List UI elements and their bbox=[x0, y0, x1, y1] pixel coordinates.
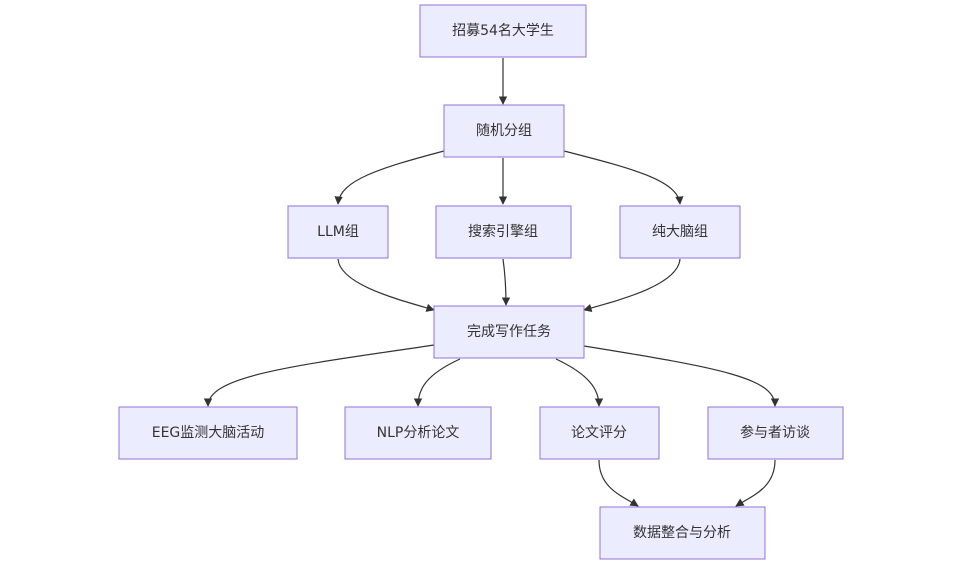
edge-randomize-brain bbox=[563, 150, 684, 205]
edge-interview-integrate bbox=[735, 459, 776, 507]
node-search-group: 搜索引擎组 bbox=[435, 205, 572, 259]
edge-search-writing bbox=[501, 258, 511, 306]
node-randomize: 随机分组 bbox=[443, 104, 565, 158]
node-writing-task: 完成写作任务 bbox=[433, 305, 585, 359]
node-randomize-label: 随机分组 bbox=[476, 123, 532, 139]
node-recruit: 招募54名大学生 bbox=[419, 4, 587, 58]
node-integrate: 数据整合与分析 bbox=[599, 506, 766, 560]
node-interview-label: 参与者访谈 bbox=[740, 424, 810, 441]
node-integrate-label: 数据整合与分析 bbox=[633, 525, 731, 541]
node-writing-task-label: 完成写作任务 bbox=[467, 324, 551, 340]
node-recruit-label: 招募54名大学生 bbox=[452, 23, 554, 39]
edge-llm-writing bbox=[337, 258, 435, 312]
edge-writing-nlp bbox=[413, 358, 461, 407]
node-nlp: NLP分析论文 bbox=[344, 406, 492, 460]
node-scoring-label: 论文评分 bbox=[571, 425, 627, 441]
node-nlp-label: NLP分析论文 bbox=[377, 425, 460, 441]
node-brain-group: 纯大脑组 bbox=[619, 205, 741, 259]
node-llm-group: LLM组 bbox=[287, 205, 389, 259]
node-llm-group-label: LLM组 bbox=[317, 224, 359, 240]
edge-writing-eeg bbox=[203, 344, 435, 407]
node-eeg: EEG监测大脑活动 bbox=[118, 406, 298, 460]
node-scoring: 论文评分 bbox=[539, 406, 660, 460]
node-eeg-label: EEG监测大脑活动 bbox=[152, 425, 265, 441]
edges bbox=[203, 58, 780, 507]
edge-writing-scoring bbox=[555, 358, 604, 407]
node-search-group-label: 搜索引擎组 bbox=[468, 223, 538, 240]
edge-writing-interview bbox=[583, 345, 780, 407]
edge-brain-writing bbox=[583, 258, 681, 313]
node-brain-group-label: 纯大脑组 bbox=[652, 224, 708, 240]
edge-scoring-integrate bbox=[598, 459, 639, 507]
node-interview: 参与者访谈 bbox=[707, 406, 844, 460]
edge-randomize-llm bbox=[334, 150, 445, 205]
